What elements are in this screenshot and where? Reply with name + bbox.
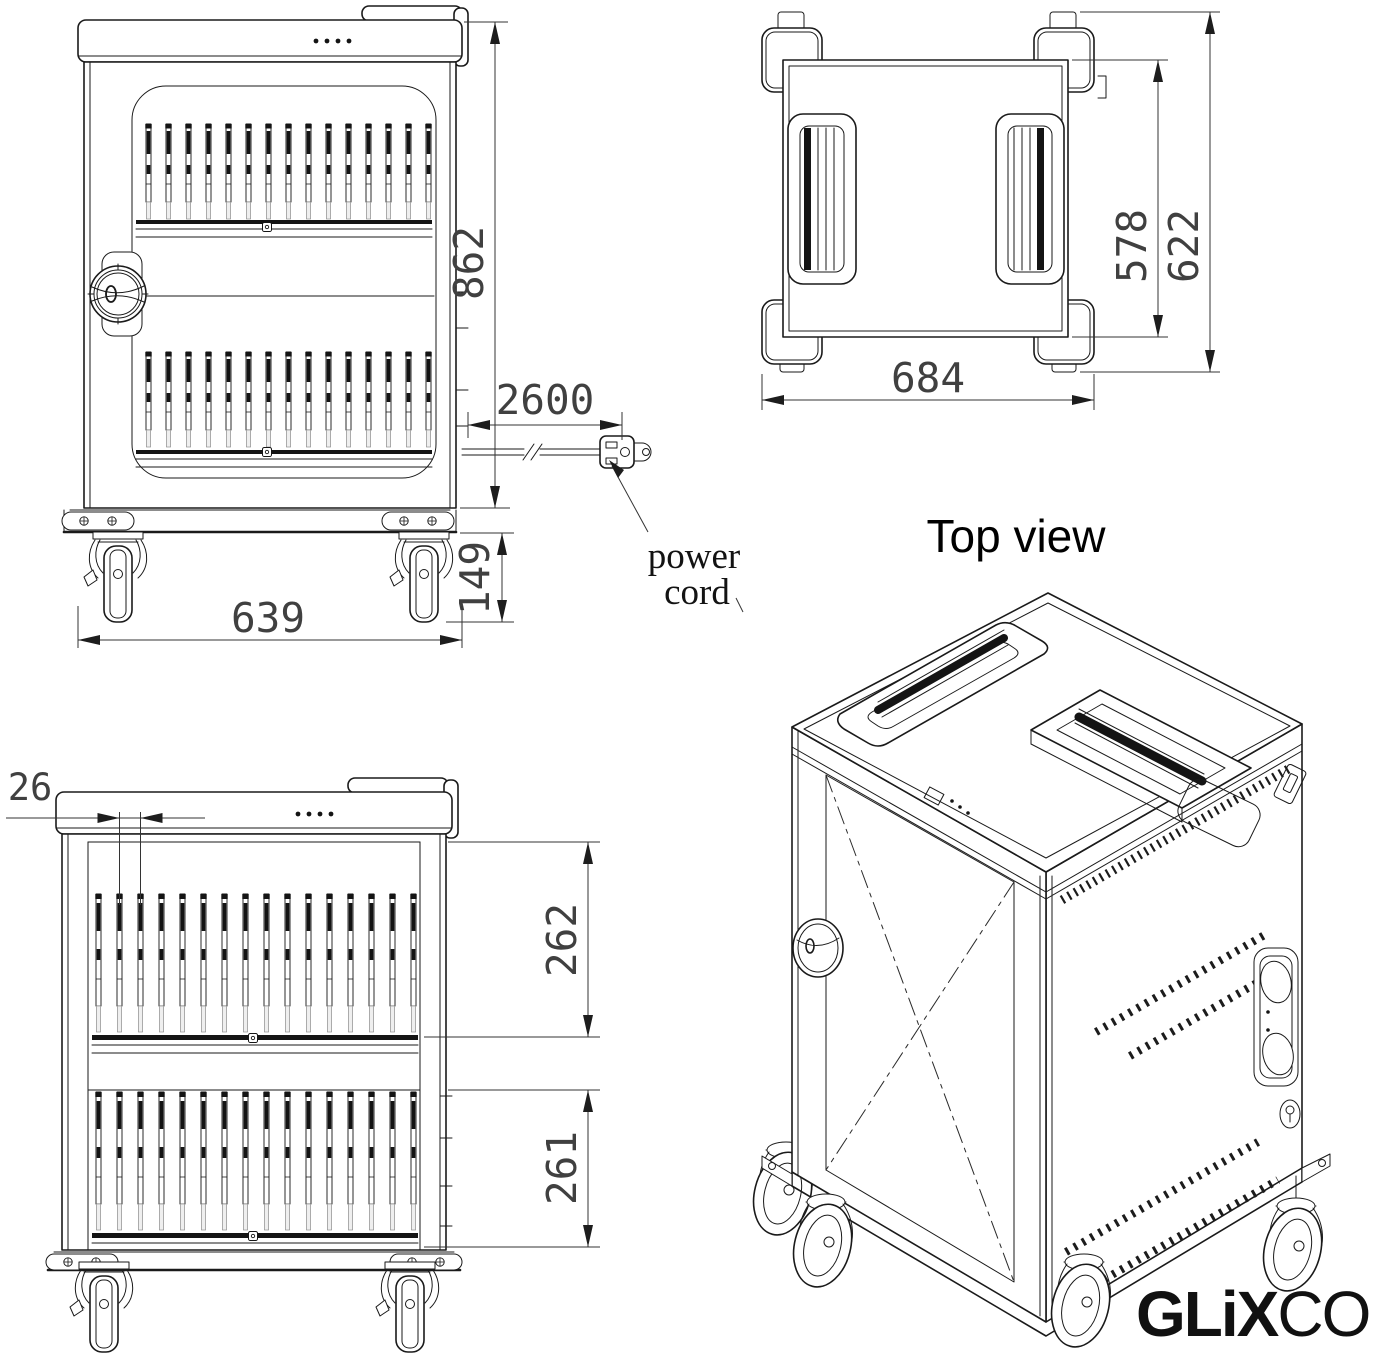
front-view-drawing — [61, 5, 744, 623]
hinge-bracket — [455, 389, 469, 427]
side-name-plate — [1177, 778, 1261, 848]
dim-label-262: 262 — [538, 903, 586, 977]
lower-shelf — [136, 450, 432, 454]
iso-top-handle-right — [1030, 689, 1252, 823]
iso-top-handle-left — [836, 621, 1049, 747]
dim-label-639: 639 — [231, 594, 305, 642]
isometric-view-drawing — [744, 592, 1331, 1354]
brand-logo-light: CO — [1277, 1278, 1369, 1350]
power-switch-icon — [1273, 763, 1307, 805]
power-cord-label-line2: cord — [664, 572, 730, 613]
led-indicator-dots — [295, 811, 334, 817]
top-handle-left — [787, 113, 857, 285]
top-view-drawing — [761, 11, 1107, 373]
shelf-latch — [261, 221, 273, 233]
top-handle-right — [995, 113, 1065, 285]
power-plug-icon — [599, 435, 652, 469]
power-cord-label-line1: power — [648, 536, 740, 577]
shelf-latch — [261, 446, 273, 458]
dim-label-2600: 2600 — [496, 376, 595, 424]
upper-shelf — [136, 220, 432, 224]
top-view-title: Top view — [927, 510, 1107, 562]
door-label-marks — [923, 786, 970, 815]
top-view-dimensions: 578 622 684 Top view — [761, 11, 1220, 562]
lock-dial-icon — [792, 918, 844, 978]
caster-icon — [389, 531, 454, 623]
led-indicator-dots — [313, 38, 352, 44]
divider-row-lower — [144, 351, 433, 448]
hinge-bracket — [439, 1095, 453, 1139]
key-lock-icon — [1279, 1099, 1301, 1129]
power-cord-drawing — [461, 435, 744, 613]
side-handle-recess — [1253, 947, 1301, 1129]
front-view-dimensions: 862 2600 149 639 power cord — [77, 21, 740, 648]
dim-label-862: 862 — [445, 226, 493, 300]
shelf-latch — [247, 1230, 259, 1242]
divider-row-upper — [144, 123, 433, 220]
caster-icon — [69, 1261, 134, 1353]
iso-door — [792, 774, 1015, 1283]
caster-icon — [83, 531, 148, 623]
dim-label-261: 261 — [538, 1131, 586, 1205]
hinge-bracket — [439, 1185, 453, 1227]
dim-label-26: 26 — [8, 766, 53, 809]
base-assembly — [61, 509, 458, 534]
dim-label-578: 578 — [1108, 209, 1156, 283]
brand-logo: GLiXCO — [1136, 1278, 1369, 1350]
side-vent-slots — [1059, 764, 1293, 1288]
hinge-bracket — [455, 291, 469, 329]
dim-label-149: 149 — [451, 541, 499, 615]
caster-icon — [375, 1261, 440, 1353]
lock-dial-icon — [87, 251, 149, 337]
dim-label-622: 622 — [1160, 209, 1208, 283]
open-front-view-drawing — [45, 777, 463, 1353]
dim-label-684: 684 — [891, 354, 965, 402]
iso-base-frame — [761, 1153, 1331, 1337]
open-front-view-dimensions: 26 262 261 — [6, 766, 600, 1248]
shelf-latch — [247, 1032, 259, 1044]
brand-logo-bold: GLiX — [1136, 1278, 1280, 1350]
